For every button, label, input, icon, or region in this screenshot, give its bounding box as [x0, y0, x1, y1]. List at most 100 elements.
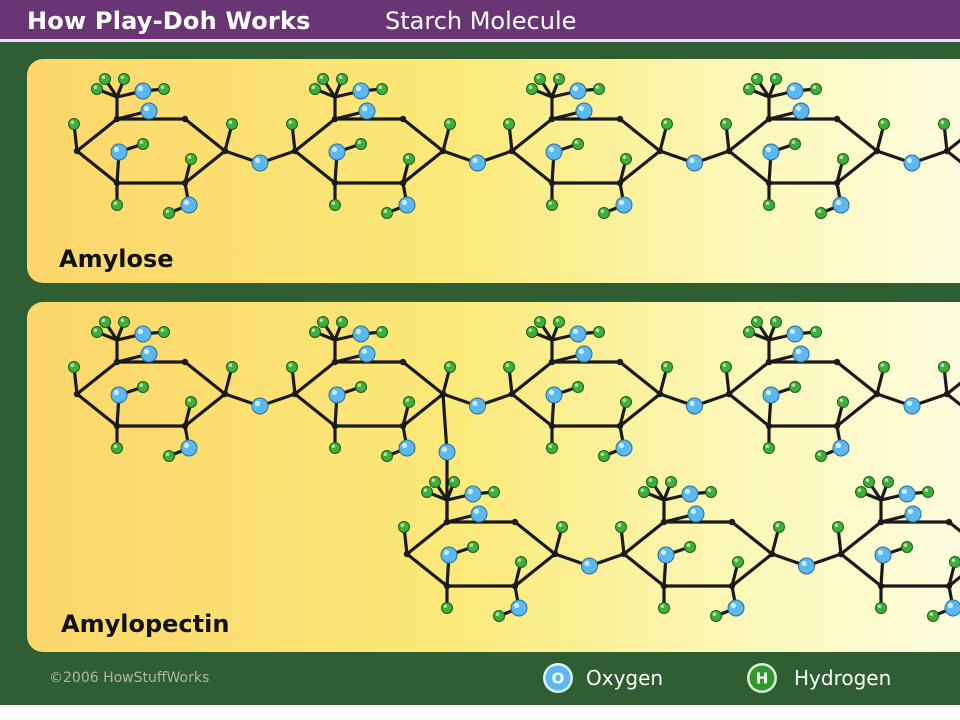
hydrogen-atom [286, 118, 298, 130]
hydrogen-atom [68, 118, 80, 130]
hydrogen-atom-highlight [165, 452, 170, 456]
branch-link [438, 392, 456, 524]
bond [510, 149, 554, 185]
hydrogen-atom-highlight [857, 488, 862, 492]
hydrogen-atom [553, 316, 565, 328]
hydrogen-atom-highlight [311, 85, 316, 89]
hydrogen-atom [329, 442, 341, 454]
carbon-atom [508, 147, 516, 155]
oxygen-atom-highlight [473, 508, 480, 515]
hydrogen-atom-highlight [160, 85, 165, 89]
glucose-unit [832, 476, 960, 622]
hydrogen-atom [661, 118, 673, 130]
amylopectin-panel: Amylopectin [27, 302, 960, 652]
glucose-unit [68, 316, 238, 462]
hydrogen-atom-highlight [555, 318, 560, 322]
hydrogen-atom-highlight [120, 75, 125, 79]
hydrogen-atom-highlight [884, 478, 889, 482]
bond [293, 360, 337, 396]
glycosidic-link [441, 149, 514, 172]
oxygen-atom-highlight [143, 348, 150, 355]
oxygen-atom-highlight [906, 157, 913, 164]
hydrogen-atom-highlight [378, 328, 383, 332]
bond [622, 520, 666, 556]
amylose-label: Amylose [59, 245, 174, 273]
oxygen-atom-highlight [183, 199, 190, 206]
carbon-atom [511, 518, 519, 526]
oxygen-atom-highlight [137, 328, 144, 335]
hydrogen-atom-highlight [450, 478, 455, 482]
bond [730, 552, 774, 588]
glucose-unit [938, 118, 960, 164]
hydrogen-atom-highlight [70, 120, 75, 124]
hydrogen-atom-highlight [839, 398, 844, 402]
hydrogen-atom [743, 326, 755, 338]
oxygen-atom [134, 325, 152, 343]
bond [727, 117, 771, 153]
oxygen-atom [569, 82, 587, 100]
oxygen-atom-highlight [660, 549, 667, 556]
carbon-atom [945, 518, 953, 526]
hydrogen-atom-highlight [505, 120, 510, 124]
carbon-atom [765, 358, 773, 366]
bond [75, 149, 119, 185]
hydrogen-atom-highlight [574, 383, 579, 387]
oxygen-atom [903, 397, 921, 415]
hydrogen-atom-highlight [431, 478, 436, 482]
hydrogen-atom [111, 199, 123, 211]
carbon-atom [508, 390, 516, 398]
hydrogen-atom [815, 207, 827, 219]
hydrogen-atom [448, 476, 460, 488]
hydrogen-atom [855, 486, 867, 498]
hydrogen-atom [938, 361, 950, 373]
header-title: How Play-Doh Works [27, 7, 311, 35]
bond [618, 117, 662, 153]
oxygen-atom [903, 154, 921, 172]
hydrogen-atom-highlight [648, 478, 653, 482]
glycosidic-link [658, 149, 731, 172]
hydrogen-atom-highlight [423, 488, 428, 492]
hydrogen-atom [441, 602, 453, 614]
bond [945, 138, 960, 153]
hydrogen-atom [493, 610, 505, 622]
hydrogen-atom-highlight [505, 363, 510, 367]
oxygen-atom [874, 546, 892, 564]
oxygen-atom [762, 386, 780, 404]
oxygen-atom-highlight [355, 328, 362, 335]
carbon-atom [399, 422, 407, 430]
hydrogen-atom [158, 83, 170, 95]
carbon-atom [833, 422, 841, 430]
hydrogen-atom-highlight [574, 140, 579, 144]
bond [945, 392, 960, 407]
oxygen-atom-highlight [907, 508, 914, 515]
hydrogen-atom [534, 73, 546, 85]
carbon-atom [945, 582, 953, 590]
glucose-unit [68, 73, 238, 219]
oxygen-legend-letter: O [552, 670, 565, 688]
hydrogen-atom [751, 316, 763, 328]
bond [727, 149, 771, 185]
hydrogen-atom [226, 118, 238, 130]
oxygen-atom-highlight [689, 157, 695, 164]
oxygen-atom-highlight [113, 146, 120, 153]
oxygen-atom-highlight [331, 389, 338, 396]
hydrogen-atom-highlight [319, 75, 324, 79]
hydrogen-atom-highlight [517, 558, 522, 562]
oxygen-atom-highlight [789, 328, 796, 335]
glucose-unit [938, 361, 960, 407]
hydrogen-atom [751, 73, 763, 85]
carbon-atom [833, 115, 841, 123]
hydrogen-atom [118, 316, 130, 328]
bond [513, 520, 557, 556]
hydrogen-atom-highlight [753, 318, 758, 322]
hydrogen-atom-highlight [865, 478, 870, 482]
bond [947, 520, 960, 533]
hydrogen-atom-highlight [528, 328, 533, 332]
hydrogen-atom [927, 610, 939, 622]
oxygen-atom [792, 345, 810, 363]
hydrogen-atom-highlight [772, 75, 777, 79]
hydrogen-atom-highlight [495, 612, 500, 616]
oxygen-atom [615, 439, 633, 457]
hydrogen-atom [286, 361, 298, 373]
glycosidic-link [875, 149, 949, 172]
